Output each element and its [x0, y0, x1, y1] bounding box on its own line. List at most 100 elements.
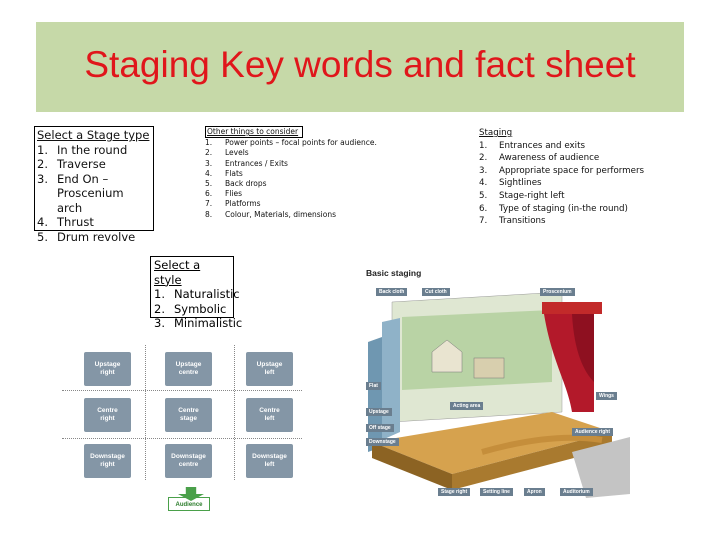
cell-line: Downstage — [252, 453, 287, 460]
item-text: Transitions — [499, 216, 546, 227]
style-heading: Select a style — [154, 258, 201, 287]
item-text: Back drops — [225, 179, 267, 189]
label-off-stage: Off stage — [366, 424, 394, 432]
grid-divider — [62, 438, 302, 439]
item-number: 7. — [205, 199, 213, 209]
cell-line: left — [264, 369, 275, 376]
list-item: 1. Naturalistic — [154, 287, 240, 302]
cell-line: stage — [180, 415, 197, 422]
item-number: 2. — [479, 153, 488, 164]
item-text: Symbolic — [174, 301, 227, 316]
style-box: Select a style 1. Naturalistic 2. Symbolic… — [150, 256, 242, 330]
item-number: 7. — [479, 216, 488, 227]
item-number: 4. — [479, 178, 488, 189]
cell-line: Centre — [97, 407, 118, 414]
label-audience-right: Audience right — [572, 428, 614, 436]
item-number: 1. — [154, 287, 165, 301]
label-acting-area: Acting area — [450, 402, 484, 410]
item-number: 4. — [37, 215, 48, 229]
cell-line: centre — [178, 461, 199, 468]
cell-line: Centre — [178, 407, 199, 414]
item-text: Appropriate space for performers — [499, 165, 645, 176]
item-number: 4. — [205, 168, 213, 178]
other-considerations: Other things to consider 1.Power points … — [205, 126, 425, 220]
cell-line: centre — [178, 369, 199, 376]
list-item: 5.Stage-right left — [479, 190, 659, 203]
list-item: 4. Thrust — [37, 215, 151, 230]
cell-line: Upstage — [256, 361, 283, 368]
list-item: 1.Entrances and exits — [479, 140, 659, 153]
item-text: Minimalistic — [174, 316, 243, 330]
item-number: 3. — [205, 158, 213, 168]
cell-line: Upstage — [175, 361, 202, 368]
item-text: Flats — [225, 168, 243, 178]
list-item: 3.Appropriate space for performers — [479, 165, 659, 178]
item-number: 6. — [205, 189, 213, 199]
item-number: 6. — [479, 203, 488, 214]
staging-list-block: Staging 1.Entrances and exits 2.Awarenes… — [479, 127, 659, 228]
list-item: 3. Minimalistic — [154, 316, 242, 331]
grid-divider — [234, 345, 235, 480]
cell-line: Upstage — [94, 361, 121, 368]
label-proscenium: Proscenium — [540, 288, 575, 296]
item-text: Flies — [225, 189, 243, 199]
list-item: 8. Colour, Materials, dimensions — [205, 210, 425, 220]
item-number: 1. — [479, 140, 488, 151]
item-number: 8. — [205, 209, 213, 219]
label-downstage: Downstage — [366, 438, 399, 446]
item-number: 5. — [37, 229, 48, 244]
item-number: 5. — [479, 190, 488, 201]
title-band: Staging Key words and fact sheet — [36, 22, 684, 112]
label-auditorium: Auditorium — [560, 488, 593, 496]
item-number: 3. — [154, 316, 165, 330]
label-apron: Apron — [524, 488, 545, 496]
list-item: 1.Power points – focal points for audien… — [205, 138, 425, 148]
staging-list: 1.Entrances and exits 2. Awareness of aud… — [479, 140, 659, 228]
item-number: 3. — [37, 171, 48, 186]
list-item: 1.In the round — [37, 143, 151, 158]
item-number: 2. — [154, 301, 165, 316]
label-stage-right: Stage right — [438, 488, 471, 496]
list-item: 3.End On – Proscenium arch — [37, 172, 151, 216]
stage-type-list: 1.In the round 2.Traverse 3.End On – Pro… — [37, 143, 151, 245]
label-flat: Flat — [366, 382, 381, 390]
cell-line: left — [264, 415, 275, 422]
item-text: Thrust — [57, 215, 94, 229]
list-item: 4. Sightlines — [479, 177, 659, 190]
stage-drawing — [368, 291, 630, 498]
list-item: 7. Transitions — [479, 215, 659, 228]
label-setting-line: Setting line — [480, 488, 513, 496]
item-number: 5. — [205, 179, 213, 189]
label-upstage: Upstage — [366, 408, 392, 416]
stage-type-heading: Select a Stage type — [37, 128, 150, 142]
label-wings: Wings — [596, 392, 617, 400]
item-text: Colour, Materials, dimensions — [225, 209, 337, 219]
list-item: 2. Awareness of audience — [479, 152, 659, 165]
list-item: 2.Traverse — [37, 157, 151, 172]
item-text: Entrances / Exits — [225, 158, 288, 168]
style-list: 1. Naturalistic 2. Symbolic 3. Minimalistic — [154, 287, 242, 331]
illustration-heading: Basic staging — [366, 268, 422, 278]
page-title: Staging Key words and fact sheet — [84, 44, 636, 85]
label-back-cloth: Back cloth — [376, 288, 408, 296]
list-item: 5.Drum revolve — [37, 230, 151, 245]
item-text: Sightlines — [499, 178, 542, 189]
grid-divider — [145, 345, 146, 480]
other-heading: Other things to consider — [205, 126, 304, 139]
item-text: Power points – focal points for audience… — [225, 138, 377, 148]
list-item: 3. Entrances / Exits — [205, 159, 425, 169]
item-text: Awareness of audience — [499, 153, 600, 164]
item-text: Naturalistic — [174, 287, 240, 301]
item-text: In the round — [57, 142, 128, 157]
list-item: 6.Type of staging (in-the round) — [479, 203, 659, 216]
cell-line: right — [100, 461, 115, 468]
